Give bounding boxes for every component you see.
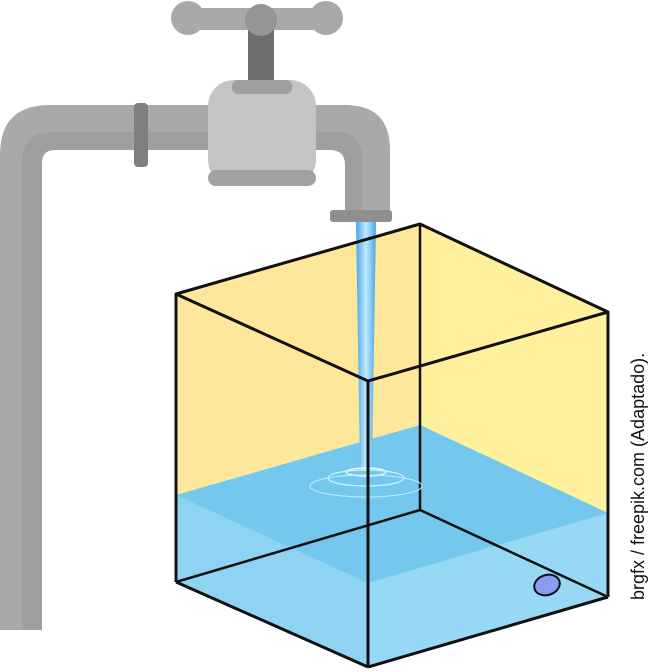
valve-body [208, 80, 316, 186]
handle [171, 1, 343, 36]
tank [174, 222, 610, 669]
spout-nozzle [330, 210, 392, 222]
faucet [0, 1, 392, 630]
front-edges [174, 222, 610, 669]
pipe-ring [134, 103, 148, 167]
credit-text: brgfx / freepik.com (Adaptado). [628, 352, 648, 600]
water-jet [309, 222, 423, 498]
pipe [0, 105, 390, 630]
water-surface-deep [176, 425, 608, 583]
drain-hole [533, 573, 561, 597]
